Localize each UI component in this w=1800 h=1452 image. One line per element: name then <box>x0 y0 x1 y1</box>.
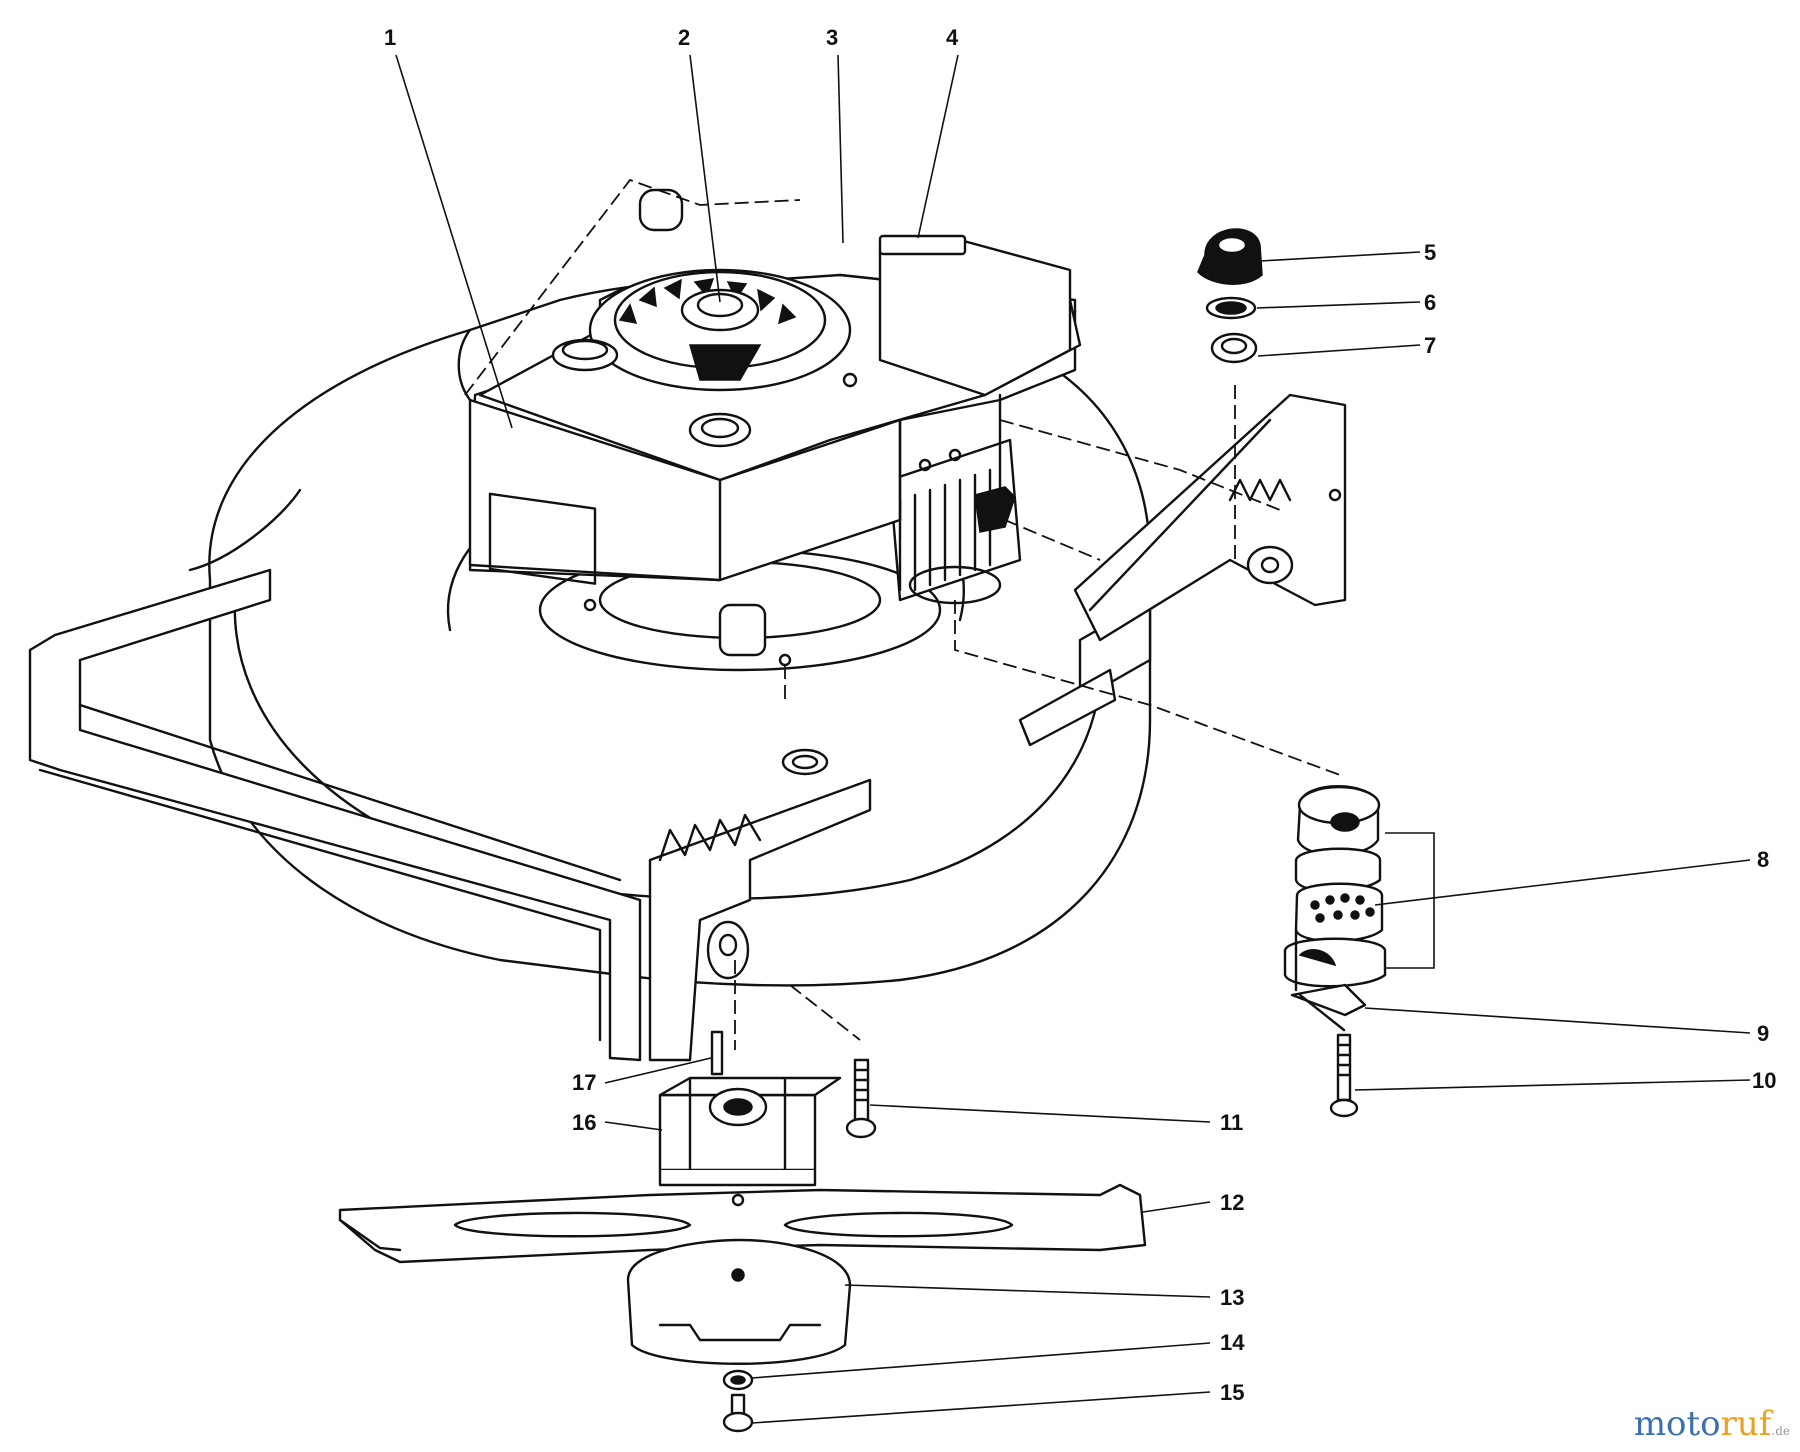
watermark-suffix: .de <box>1771 1424 1790 1438</box>
leader-lines <box>395 54 1751 1424</box>
dashed-guide-lines <box>464 178 1341 1050</box>
callout-15: 15 <box>1220 1380 1244 1405</box>
callout-5: 5 <box>1424 240 1436 265</box>
callout-16: 16 <box>572 1110 596 1135</box>
blade-adapter-assembly <box>1283 785 1387 1118</box>
callout-4: 4 <box>946 25 959 50</box>
engine <box>468 188 1082 672</box>
watermark-part1: moto <box>1633 1404 1721 1444</box>
callout-numbers: 1 2 3 4 5 6 7 8 9 10 11 12 13 14 15 16 1… <box>384 25 1776 1405</box>
adapter-holes <box>1310 893 1375 923</box>
callout-6: 6 <box>1424 290 1436 315</box>
callout-17: 17 <box>572 1070 596 1095</box>
callout-11: 11 <box>1220 1110 1243 1135</box>
blade-and-mount <box>338 1030 1147 1433</box>
callout-2: 2 <box>678 25 690 50</box>
rear-height-adjuster-bracket <box>1073 393 1347 642</box>
callout-7: 7 <box>1424 333 1436 358</box>
callout-3: 3 <box>826 25 838 50</box>
callout-12: 12 <box>1220 1190 1244 1215</box>
front-height-adjuster-bracket <box>648 778 872 1062</box>
callout-1: 1 <box>384 25 396 50</box>
watermark-logo: motoruf.de <box>1634 1404 1790 1444</box>
recoil-starter-vanes <box>618 278 797 325</box>
callout-14: 14 <box>1220 1330 1245 1355</box>
callout-9: 9 <box>1757 1021 1769 1046</box>
watermark-part2: ruf <box>1720 1404 1772 1444</box>
callout-10: 10 <box>1752 1068 1776 1093</box>
starter-cup-assembly <box>1197 228 1263 364</box>
callout-13: 13 <box>1220 1285 1244 1310</box>
callout-8: 8 <box>1757 847 1769 872</box>
